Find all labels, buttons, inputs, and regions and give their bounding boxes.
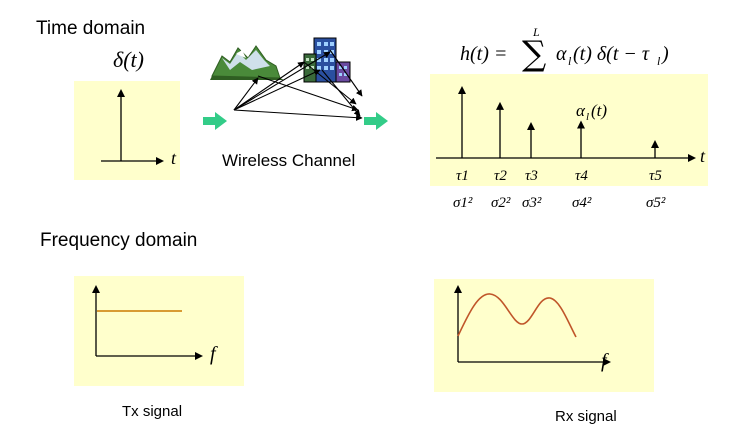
multipath-rays <box>233 49 363 121</box>
impulse-tap-head-1 <box>458 86 466 94</box>
input-t-label: t <box>171 148 177 168</box>
svg-text:l: l <box>657 54 661 68</box>
impulse-tap-head-3 <box>527 122 535 130</box>
rx-spectrum-axes <box>454 285 611 366</box>
svg-text:h(t) =: h(t) = <box>460 43 507 65</box>
impulse-response-axis <box>436 154 696 162</box>
rx-f-label: f <box>601 350 609 372</box>
rx-selective-spectrum-curve <box>457 293 577 338</box>
frequency-domain-title: Frequency domain <box>40 230 197 251</box>
green-arrow-icon <box>364 112 388 130</box>
input-impulse-axes <box>101 89 164 165</box>
svg-text:(t) δ(t − τ: (t) δ(t − τ <box>573 43 650 65</box>
tx-f-label: f <box>210 343 218 365</box>
alpha-label: α l (t) <box>576 101 607 123</box>
tau-label-1: τ1 <box>456 168 469 184</box>
svg-text:): ) <box>661 43 669 65</box>
sigma-label-5: σ5² <box>646 195 666 211</box>
tau-label-3: τ3 <box>525 168 538 184</box>
wireless-channel-label: Wireless Channel <box>222 151 355 170</box>
tx-signal-label: Tx signal <box>122 403 182 420</box>
tx-spectrum-panel <box>74 276 244 386</box>
impulse-tap-head-2 <box>496 101 504 110</box>
green-arrow-icon <box>203 112 227 130</box>
svg-text:l: l <box>586 111 589 123</box>
svg-text:(t): (t) <box>591 101 607 120</box>
delta-t-label: δ(t) <box>113 47 144 72</box>
mountains-icon <box>210 45 284 80</box>
svg-text:l: l <box>568 54 572 68</box>
tau-label-5: τ5 <box>649 168 662 184</box>
impulse-taps <box>458 86 659 158</box>
sigma-labels: σ1² σ2² σ3² σ4² σ5² <box>453 195 666 211</box>
svg-text:α: α <box>556 43 567 65</box>
sigma-label-2: σ2² <box>491 195 511 211</box>
sigma-label-4: σ4² <box>572 195 592 211</box>
tau-labels: τ1 τ2 τ3 τ4 τ5 <box>456 168 662 184</box>
sigma-label-3: σ3² <box>522 195 542 211</box>
time-domain-title: Time domain <box>36 18 145 39</box>
svg-text:L: L <box>532 25 540 39</box>
svg-text:∑: ∑ <box>522 34 546 74</box>
channel-impulse-response-formula: h(t) = ∑ L l=1 α l (t) δ(t − τ l ) <box>460 25 669 91</box>
impulse-t-label: t <box>700 146 706 166</box>
rx-spectrum-panel <box>434 279 654 392</box>
tx-spectrum-axes <box>92 285 203 360</box>
svg-text:α: α <box>576 101 586 120</box>
impulse-response-panel <box>430 74 708 186</box>
impulse-tap-head-5 <box>651 140 659 148</box>
tau-label-4: τ4 <box>575 168 588 184</box>
tau-label-2: τ2 <box>494 168 507 184</box>
impulse-tap-head-4 <box>577 120 585 129</box>
sigma-label-1: σ1² <box>453 195 473 211</box>
input-impulse-panel <box>74 81 180 180</box>
rx-signal-label: Rx signal <box>555 408 617 425</box>
